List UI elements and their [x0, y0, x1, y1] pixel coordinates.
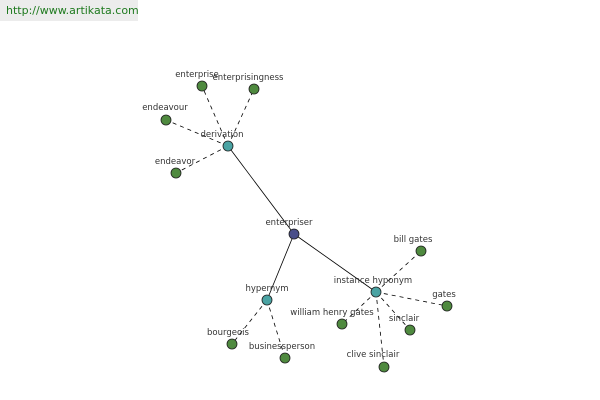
node-gates[interactable] — [441, 300, 453, 312]
node-endeavour[interactable] — [160, 114, 172, 126]
node-label-instance-hyponym[interactable]: instance hyponym — [334, 276, 412, 286]
node-bourgeois[interactable] — [226, 338, 238, 350]
nodes-layer — [160, 80, 453, 373]
edge-instance-hyponym-bill-gates — [375, 250, 422, 293]
node-label-gates[interactable]: gates — [432, 290, 456, 300]
node-william-henry-gates[interactable] — [336, 318, 348, 330]
node-hypernym[interactable] — [261, 294, 273, 306]
node-businessperson[interactable] — [279, 352, 291, 364]
edge-enterpriser-hypernym — [266, 233, 295, 301]
node-label-clive-sinclair[interactable]: clive sinclair — [347, 350, 400, 360]
node-instance-hyponym[interactable] — [370, 286, 382, 298]
node-label-enterpriser[interactable]: enterpriser — [265, 218, 313, 228]
edge-instance-hyponym-sinclair — [375, 291, 411, 331]
labels-layer: enterpriser derivation hypernym instance hy… — [142, 70, 456, 360]
node-label-enterprisingness[interactable]: enterprisingness — [213, 73, 285, 83]
edge-enterpriser-instance-hyponym — [293, 233, 377, 293]
node-endeavor[interactable] — [170, 167, 182, 179]
edge-derivation-endeavor — [175, 145, 229, 174]
node-enterprisingness[interactable] — [248, 83, 260, 95]
node-label-endeavor[interactable]: endeavor — [155, 157, 196, 167]
edge-derivation-enterprise — [201, 85, 229, 147]
edges-layer — [165, 85, 448, 368]
edge-derivation-enterprisingness — [227, 88, 255, 147]
node-bill-gates[interactable] — [415, 245, 427, 257]
url-banner[interactable]: http://www.artikata.com — [0, 0, 139, 21]
node-sinclair[interactable] — [404, 324, 416, 336]
node-label-bourgeois[interactable]: bourgeois — [207, 328, 250, 338]
node-label-derivation[interactable]: derivation — [200, 130, 243, 140]
node-clive-sinclair[interactable] — [378, 361, 390, 373]
url-banner-text[interactable]: http://www.artikata.com — [6, 4, 139, 17]
node-label-endeavour[interactable]: endeavour — [142, 103, 188, 113]
node-label-businessperson[interactable]: businessperson — [249, 342, 315, 352]
edge-hypernym-businessperson — [266, 299, 286, 359]
edge-enterpriser-derivation — [227, 145, 295, 235]
node-label-hypernym[interactable]: hypernym — [245, 284, 288, 294]
node-label-bill-gates[interactable]: bill gates — [394, 235, 433, 245]
edge-derivation-endeavour — [165, 119, 229, 147]
edge-hypernym-bourgeois — [231, 299, 268, 345]
node-label-enterprise[interactable]: enterprise — [175, 70, 219, 80]
node-label-william-henry-gates[interactable]: william henry gates — [290, 308, 374, 318]
node-enterprise[interactable] — [196, 80, 208, 92]
node-derivation[interactable] — [222, 140, 234, 152]
node-enterpriser[interactable] — [288, 228, 300, 240]
node-label-sinclair[interactable]: sinclair — [389, 314, 420, 324]
